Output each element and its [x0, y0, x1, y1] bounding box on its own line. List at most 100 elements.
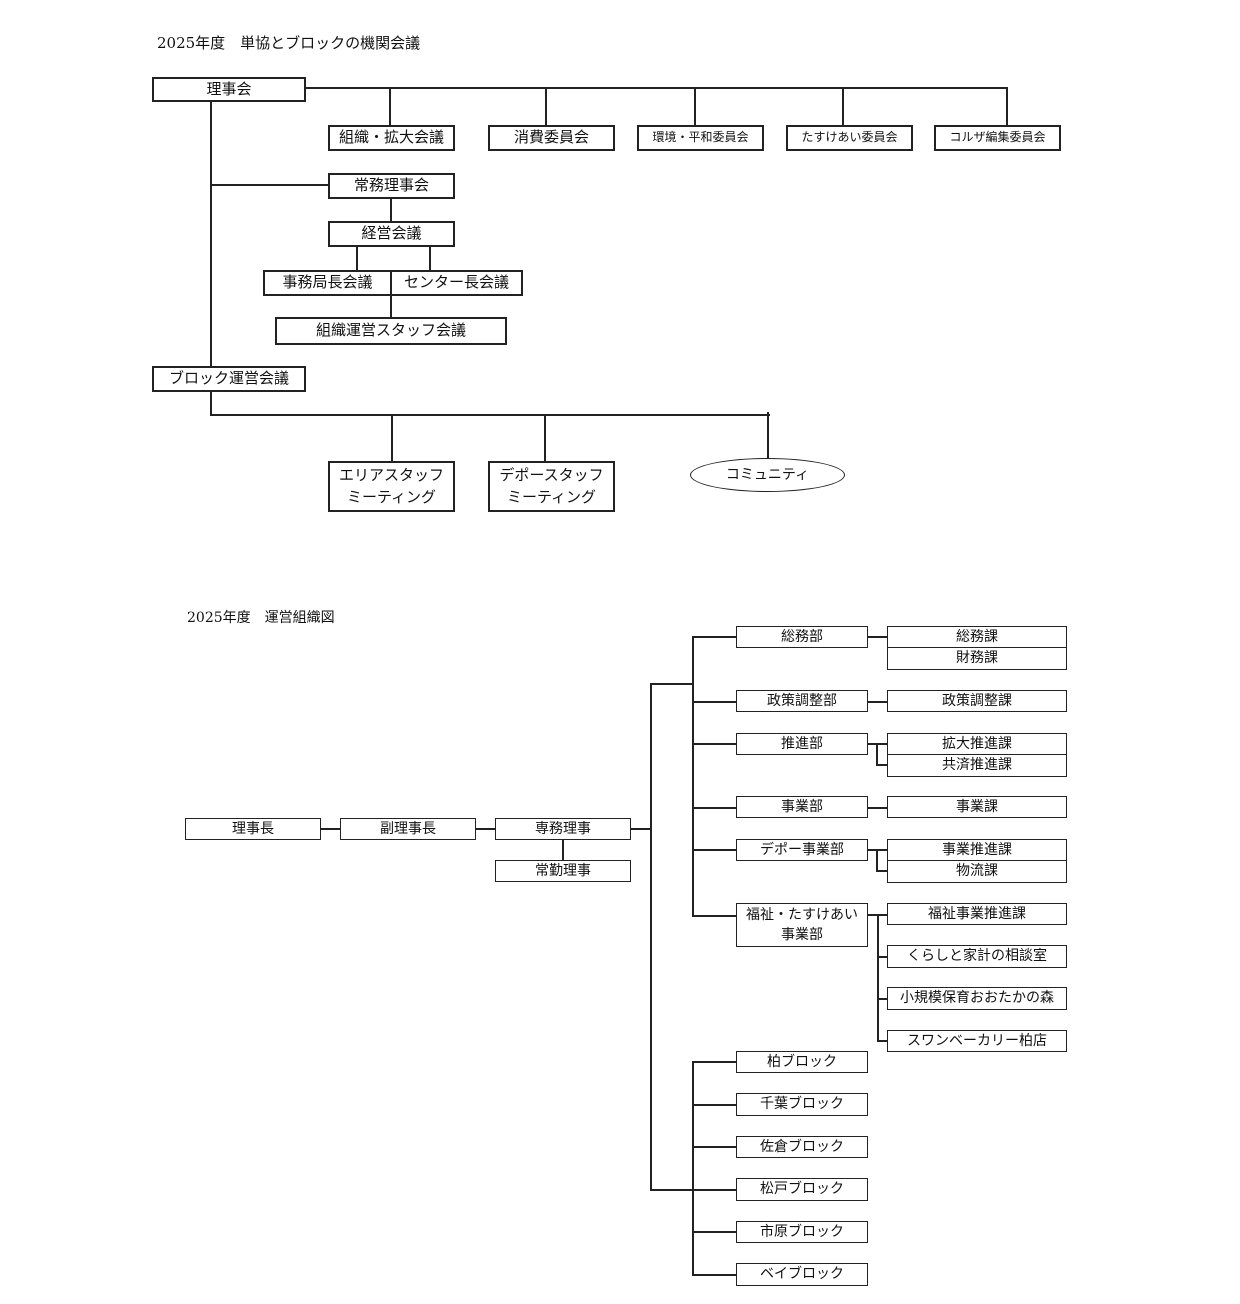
department-welfare-line1: 福祉・たすけあい: [746, 906, 858, 923]
depot-staff-meeting-box: デポースタッフ ミーティング: [488, 461, 615, 512]
diagram1-title: 2025年度 単協とブロックの機関会議: [157, 34, 421, 52]
connector: [867, 701, 888, 703]
department-depot-business-box: デポー事業部: [736, 839, 868, 861]
connector: [876, 849, 878, 871]
committee-colza-editorial-box: コルザ編集委員会: [934, 125, 1061, 151]
org-staff-meeting-box: 組織運営スタッフ会議: [275, 317, 507, 345]
section-welfare-promotion-box: 福祉事業推進課: [887, 903, 1067, 925]
connector: [692, 915, 736, 917]
department-welfare-line2: 事業部: [781, 927, 823, 943]
chairman-box: 理事長: [185, 818, 321, 840]
standing-board-box: 常務理事会: [328, 173, 455, 199]
section-nursery-box: 小規模保育おおたかの森: [887, 987, 1067, 1010]
connector: [305, 87, 1007, 89]
connector: [692, 1061, 694, 1276]
standing-director-box: 常勤理事: [495, 860, 631, 882]
connector: [429, 246, 431, 271]
connector: [692, 849, 736, 851]
department-promotion-box: 推進部: [736, 733, 868, 755]
connector: [1006, 87, 1008, 125]
committee-mutual-aid-box: たすけあい委員会: [786, 125, 913, 151]
section-swan-bakery-box: スワンベーカリー柏店: [887, 1030, 1067, 1052]
executive-director-box: 専務理事: [495, 818, 631, 840]
section-living-consultation-box: くらしと家計の相談室: [887, 945, 1067, 968]
board-box: 理事会: [152, 77, 306, 102]
connector: [877, 998, 888, 1000]
connector: [767, 412, 769, 460]
section-mutual-aid-promotion-box: 共済推進課: [887, 754, 1067, 777]
block-bay-box: ベイブロック: [736, 1263, 868, 1286]
connector: [867, 636, 888, 638]
connector: [867, 743, 888, 745]
department-policy-coordination-box: 政策調整部: [736, 690, 868, 712]
connector: [877, 914, 879, 1041]
section-finance-box: 財務課: [887, 647, 1067, 670]
section-business-promotion-box: 事業推進課: [887, 839, 1067, 861]
block-sakura-box: 佐倉ブロック: [736, 1136, 868, 1158]
connector: [692, 1146, 736, 1148]
connector: [390, 198, 392, 222]
committee-consumer-box: 消費委員会: [488, 125, 615, 151]
connector: [876, 743, 878, 765]
connector: [650, 683, 652, 1190]
connector: [694, 87, 696, 125]
block-ichihara-box: 市原ブロック: [736, 1221, 868, 1243]
diagram2-title: 2025年度 運営組織図: [187, 610, 335, 626]
section-general-affairs-box: 総務課: [887, 626, 1067, 648]
connector: [867, 807, 888, 809]
committee-environment-box: 環境・平和委員会: [637, 125, 764, 151]
area-staff-meeting-line1: エリアスタッフ: [338, 465, 444, 484]
block-chiba-box: 千葉ブロック: [736, 1093, 868, 1116]
connector: [630, 828, 651, 830]
vice-chairman-box: 副理事長: [340, 818, 476, 840]
connector: [650, 1189, 693, 1191]
block-meeting-box: ブロック運営会議: [152, 366, 306, 392]
depot-staff-meeting-line1: デポースタッフ: [499, 465, 604, 484]
area-staff-meeting-box: エリアスタッフ ミーティング: [328, 461, 455, 512]
department-general-affairs-box: 総務部: [736, 626, 868, 648]
connector: [692, 1189, 736, 1191]
community-oval: コミュニティ: [690, 458, 845, 492]
block-kashiwa-box: 柏ブロック: [736, 1051, 868, 1073]
connector: [842, 87, 844, 125]
connector: [692, 807, 736, 809]
depot-staff-meeting-line2: ミーティング: [506, 487, 597, 506]
section-policy-coordination-box: 政策調整課: [887, 690, 1067, 712]
department-business-box: 事業部: [736, 796, 868, 818]
connector: [692, 636, 736, 638]
connector: [877, 956, 888, 958]
connector: [692, 743, 736, 745]
connector: [545, 87, 547, 125]
department-welfare-box: 福祉・たすけあい 事業部: [736, 903, 868, 947]
connector: [391, 414, 393, 462]
connector: [356, 246, 358, 271]
connector: [389, 87, 391, 125]
connector: [876, 764, 888, 766]
center-meeting-box: センター長会議: [390, 270, 523, 296]
connector: [877, 1040, 888, 1042]
connector: [692, 636, 694, 916]
connector: [562, 839, 564, 861]
connector: [650, 683, 693, 685]
section-logistics-box: 物流課: [887, 860, 1067, 883]
connector: [692, 701, 736, 703]
connector: [210, 391, 212, 415]
block-matsudo-box: 松戸ブロック: [736, 1178, 868, 1201]
connector: [876, 870, 888, 872]
connector: [210, 184, 329, 186]
section-expansion-promotion-box: 拡大推進課: [887, 733, 1067, 755]
connector: [210, 414, 770, 416]
connector: [692, 1274, 736, 1276]
connector: [692, 1104, 736, 1106]
connector: [475, 828, 496, 830]
section-business-box: 事業課: [887, 796, 1067, 818]
connector: [692, 1061, 736, 1063]
area-staff-meeting-line2: ミーティング: [346, 487, 437, 506]
connector: [692, 1231, 736, 1233]
connector: [544, 414, 546, 462]
committee-organization-box: 組織・拡大会議: [328, 125, 455, 151]
connector: [867, 849, 888, 851]
connector: [390, 295, 392, 318]
secretariat-meeting-box: 事務局長会議: [263, 270, 392, 296]
connector: [320, 828, 341, 830]
